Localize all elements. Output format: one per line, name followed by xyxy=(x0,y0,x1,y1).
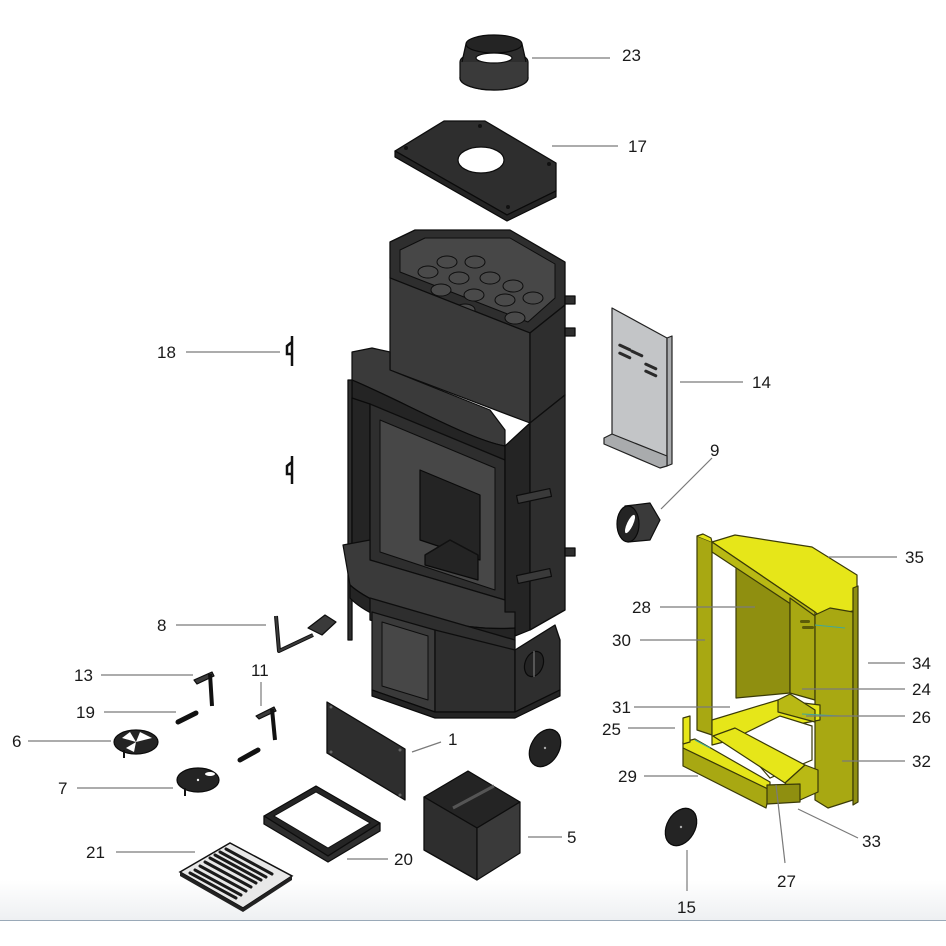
part-18-hinge-pins xyxy=(285,336,294,484)
callout-25: 25 xyxy=(602,720,621,739)
leader-lines xyxy=(28,57,905,891)
callout-35: 35 xyxy=(905,548,924,567)
callout-17: 17 xyxy=(628,137,647,156)
callout-9: 9 xyxy=(710,441,719,460)
callout-14: 14 xyxy=(752,373,771,392)
part-14-deflector-plate xyxy=(603,307,673,469)
callout-32: 32 xyxy=(912,752,931,771)
callout-6: 6 xyxy=(12,732,21,751)
part-7-regulator-cover xyxy=(176,767,220,796)
callout-24: 24 xyxy=(912,680,931,699)
part-23-flue-collar xyxy=(459,34,529,91)
bottom-divider xyxy=(0,920,946,921)
callout-23: 23 xyxy=(622,46,641,65)
part-9-air-spigot xyxy=(616,502,661,543)
callout-21: 21 xyxy=(86,843,105,862)
callout-26: 26 xyxy=(912,708,931,727)
callout-33: 33 xyxy=(862,832,881,851)
callout-7: 7 xyxy=(58,779,67,798)
part-13-handle xyxy=(193,671,215,707)
callout-13: 13 xyxy=(74,666,93,685)
part-5-ash-pan xyxy=(423,770,521,881)
part-15-cover-disc xyxy=(664,807,698,847)
callout-11: 11 xyxy=(251,661,269,680)
callout-5: 5 xyxy=(567,828,576,847)
cover-disc-upper xyxy=(528,728,562,768)
callout-34: 34 xyxy=(912,654,931,673)
part-19-pins xyxy=(175,710,261,763)
part-17-top-plate xyxy=(394,120,557,222)
callout-31: 31 xyxy=(612,698,631,717)
callout-8: 8 xyxy=(157,616,166,635)
firebrick-lining-set xyxy=(682,533,859,809)
callout-30: 30 xyxy=(612,631,631,650)
part-21-grate xyxy=(178,842,294,912)
stove-body xyxy=(342,229,576,719)
part-1-ash-door-panel xyxy=(326,701,406,801)
part-20-grate-frame xyxy=(263,785,381,863)
callout-20: 20 xyxy=(394,850,413,869)
part-8-operating-tool xyxy=(274,614,337,653)
part-6-regulator-disc xyxy=(113,729,159,758)
callout-labels: 23 17 18 14 9 35 28 30 34 24 31 26 25 29… xyxy=(12,46,931,917)
callout-15: 15 xyxy=(677,898,696,917)
callout-29: 29 xyxy=(618,767,637,786)
callout-18: 18 xyxy=(157,343,176,362)
callout-19: 19 xyxy=(76,703,95,722)
callout-27: 27 xyxy=(777,872,796,891)
callout-1: 1 xyxy=(448,730,457,749)
bottom-fade xyxy=(0,880,946,920)
part-11-handle xyxy=(255,706,277,741)
callout-28: 28 xyxy=(632,598,651,617)
